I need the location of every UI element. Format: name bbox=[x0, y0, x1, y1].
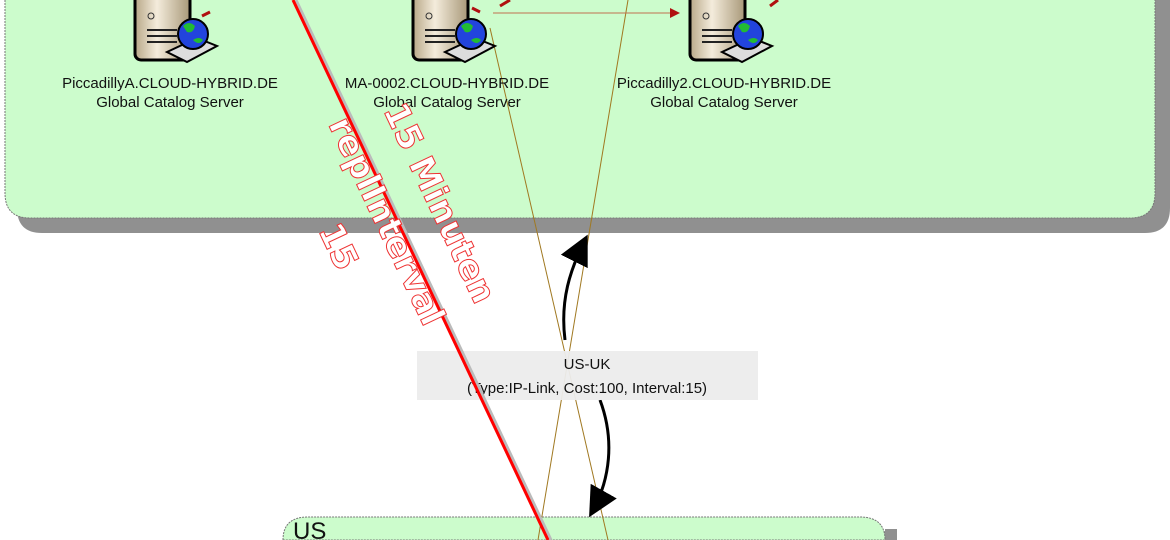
site-link-name: US-UK bbox=[564, 356, 611, 373]
site-link-label[interactable]: US-UK (Type:IP-Link, Cost:100, Interval:… bbox=[417, 351, 758, 400]
line-shadow bbox=[294, 0, 553, 540]
site-link-arrow bbox=[589, 399, 617, 518]
server-ma-0002[interactable]: MA-0002.CLOUD-HYBRID.DE Global Catalog S… bbox=[345, 0, 549, 111]
server-role: Global Catalog Server bbox=[650, 94, 798, 111]
server-piccadilly2[interactable]: Piccadilly2.CLOUD-HYBRID.DE Global Catal… bbox=[617, 0, 831, 111]
replication-arrow bbox=[201, 0, 779, 18]
server-name: Piccadilly2.CLOUD-HYBRID.DE bbox=[617, 75, 831, 92]
server-piccadillya[interactable]: PiccadillyA.CLOUD-HYBRID.DE Global Catal… bbox=[62, 0, 278, 111]
server-name: PiccadillyA.CLOUD-HYBRID.DE bbox=[62, 75, 278, 92]
site-link-arrow bbox=[560, 234, 588, 341]
site-shadow bbox=[885, 529, 897, 540]
server-name: MA-0002.CLOUD-HYBRID.DE bbox=[345, 75, 549, 92]
site-box-top bbox=[4, 0, 1156, 219]
connection-line bbox=[489, 27, 609, 540]
site-link-details: (Type:IP-Link, Cost:100, Interval:15) bbox=[467, 380, 707, 397]
connection-line bbox=[537, 0, 629, 540]
site-label-us: US bbox=[293, 518, 326, 540]
site-box-us bbox=[282, 516, 886, 540]
server-role: Global Catalog Server bbox=[96, 94, 244, 111]
server-role: Global Catalog Server bbox=[373, 94, 521, 111]
replication-interval-line bbox=[291, 0, 550, 540]
